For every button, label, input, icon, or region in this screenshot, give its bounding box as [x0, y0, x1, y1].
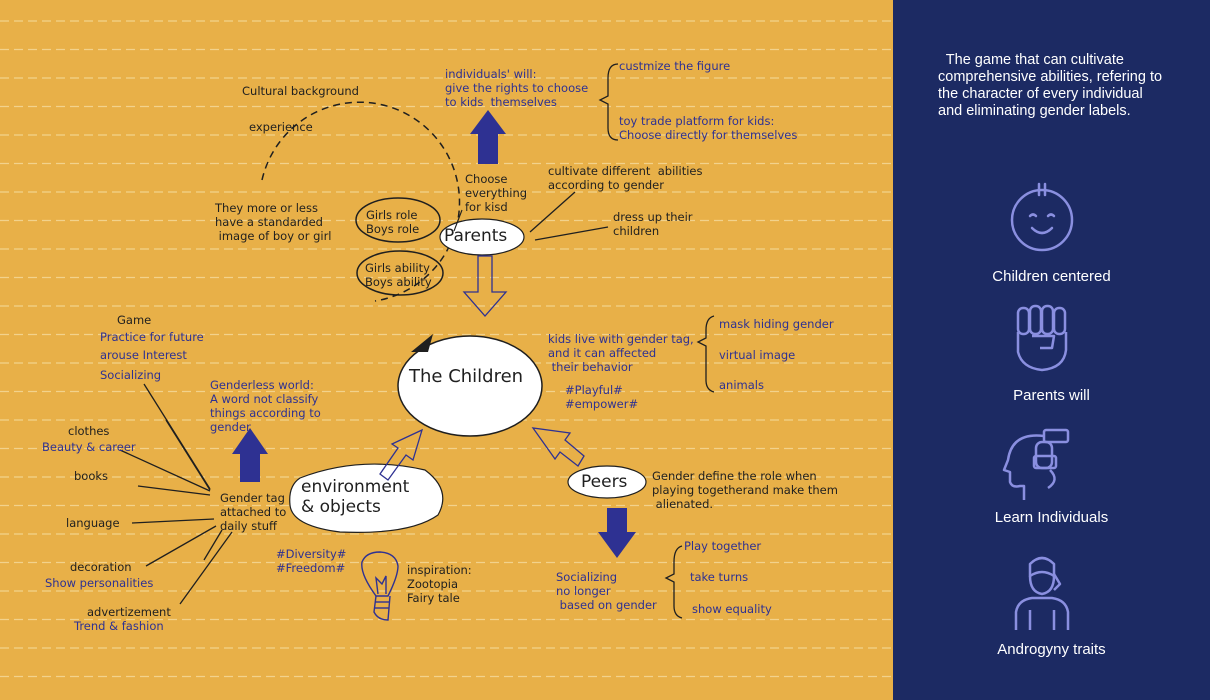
up-arrow-genderless: [232, 428, 268, 482]
peers-to-children-arrow: [531, 427, 585, 467]
trend-fashion-label: Trend & fashion: [74, 619, 164, 633]
bracket-individuals: [598, 63, 619, 141]
parents-choose-label: Choose everything for kisd: [465, 172, 528, 214]
children-node: The Children: [409, 366, 524, 387]
genderless-world-label: Genderless world: A word not classify th…: [210, 378, 321, 434]
environment-to-children-arrow: [379, 428, 424, 481]
sidebar-intro: The game that can cultivate comprehensiv…: [938, 52, 1163, 119]
raised-fist-icon: [1016, 304, 1068, 372]
books-label: books: [74, 469, 109, 483]
mask-hiding-label: mask hiding gender: [719, 317, 834, 331]
sidebar-label-parents: Parents will: [1013, 387, 1090, 404]
down-arrow-socializing: [598, 508, 636, 558]
baby-face-icon: [1010, 182, 1074, 252]
advertizement-label: advertizement: [87, 605, 171, 619]
girls-ability-label: Girls ability Boys ability: [365, 261, 432, 289]
individuals-will-label: individuals' will: give the rights to ch…: [445, 67, 589, 109]
peers-node: Peers: [581, 472, 628, 492]
virtual-image-label: virtual image: [719, 348, 796, 362]
radial-line-clothes: [119, 449, 211, 492]
show-equality-label: show equality: [692, 602, 772, 616]
experience-label: experience: [249, 120, 313, 134]
peers-gender-label: Gender define the role when playing toge…: [652, 469, 838, 511]
show-personalities-label: Show personalities: [45, 576, 154, 590]
radial-line-advert: [179, 531, 233, 605]
cultural-background-label: Cultural background: [242, 84, 359, 98]
girls-role-label: Girls role Boys role: [366, 208, 420, 236]
animals-label: animals: [719, 378, 764, 392]
lightbulb-icon: [361, 551, 399, 621]
customize-figure-label: custmize the figure: [619, 59, 731, 73]
cultural-dashed-circle: [261, 101, 461, 302]
arouse-label: arouse Interest: [100, 348, 187, 362]
radial-line-language: [131, 518, 215, 524]
parents-line-choose: [453, 209, 463, 232]
radial-line-up: [165, 419, 211, 491]
radial-line-books: [137, 485, 211, 496]
gender-tag-daily-label: Gender tag attached to daily stuff: [220, 491, 287, 533]
peers-node-shape: [567, 465, 647, 499]
environment-node-shape: [289, 463, 444, 533]
head-puzzle-icon: [1002, 428, 1070, 500]
sidebar-label-children: Children centered: [992, 268, 1111, 285]
inspiration-label: inspiration: Zootopia Fairy tale: [407, 563, 472, 605]
mind-map-diagram: [0, 0, 893, 700]
socializing-game-label: Socializing: [100, 368, 162, 382]
decoration-label: decoration: [70, 560, 132, 574]
game-label: Game: [117, 313, 152, 327]
sidebar-label-individuals: Learn Individuals: [994, 509, 1109, 526]
clothes-label: clothes: [68, 424, 110, 438]
up-arrow-individuals: [470, 110, 506, 164]
role-ellipse: [355, 197, 441, 243]
socializing-peers-label: Socializing no longer based on gender: [556, 570, 657, 612]
play-together-label: Play together: [684, 539, 762, 553]
radial-line-decoration: [145, 525, 217, 567]
children-node-shape: [397, 335, 543, 437]
parents-line-dress: [534, 226, 609, 241]
take-turns-label: take turns: [690, 570, 749, 584]
parents-node-shape: [439, 218, 525, 256]
gender-tag-kids-label: kids live with gender tag, and it can af…: [548, 332, 694, 374]
toy-trade-label: toy trade platform for kids: Choose dire…: [619, 114, 798, 142]
parents-to-children-arrow: [462, 255, 508, 317]
environment-node: environment & objects: [301, 477, 410, 517]
androgynous-person-icon: [1014, 556, 1070, 630]
parents-line-cultivate: [529, 191, 576, 233]
ability-ellipse: [356, 250, 444, 296]
cultivate-abilities-label: cultivate different abilities according …: [548, 164, 703, 192]
beauty-career-label: Beauty & career: [42, 440, 136, 454]
parents-node: Parents: [444, 226, 508, 246]
standardized-image-label: They more or less have a standarded imag…: [215, 201, 332, 243]
dress-up-label: dress up their children: [613, 210, 693, 238]
sidebar-label-androgyny: Androgyny traits: [997, 641, 1106, 658]
bracket-socializing: [664, 545, 683, 619]
diversity-tags-label: #Diversity# #Freedom#: [276, 547, 347, 575]
radial-line-extra: [203, 529, 223, 561]
language-label: language: [66, 516, 120, 530]
practice-label: Practice for future: [100, 330, 204, 344]
sidebar-panel: [893, 0, 1210, 700]
children-node-corner: [411, 334, 433, 352]
playful-tags-label: #Playful# #empower#: [565, 383, 639, 411]
bracket-gender-tag: [696, 315, 715, 393]
